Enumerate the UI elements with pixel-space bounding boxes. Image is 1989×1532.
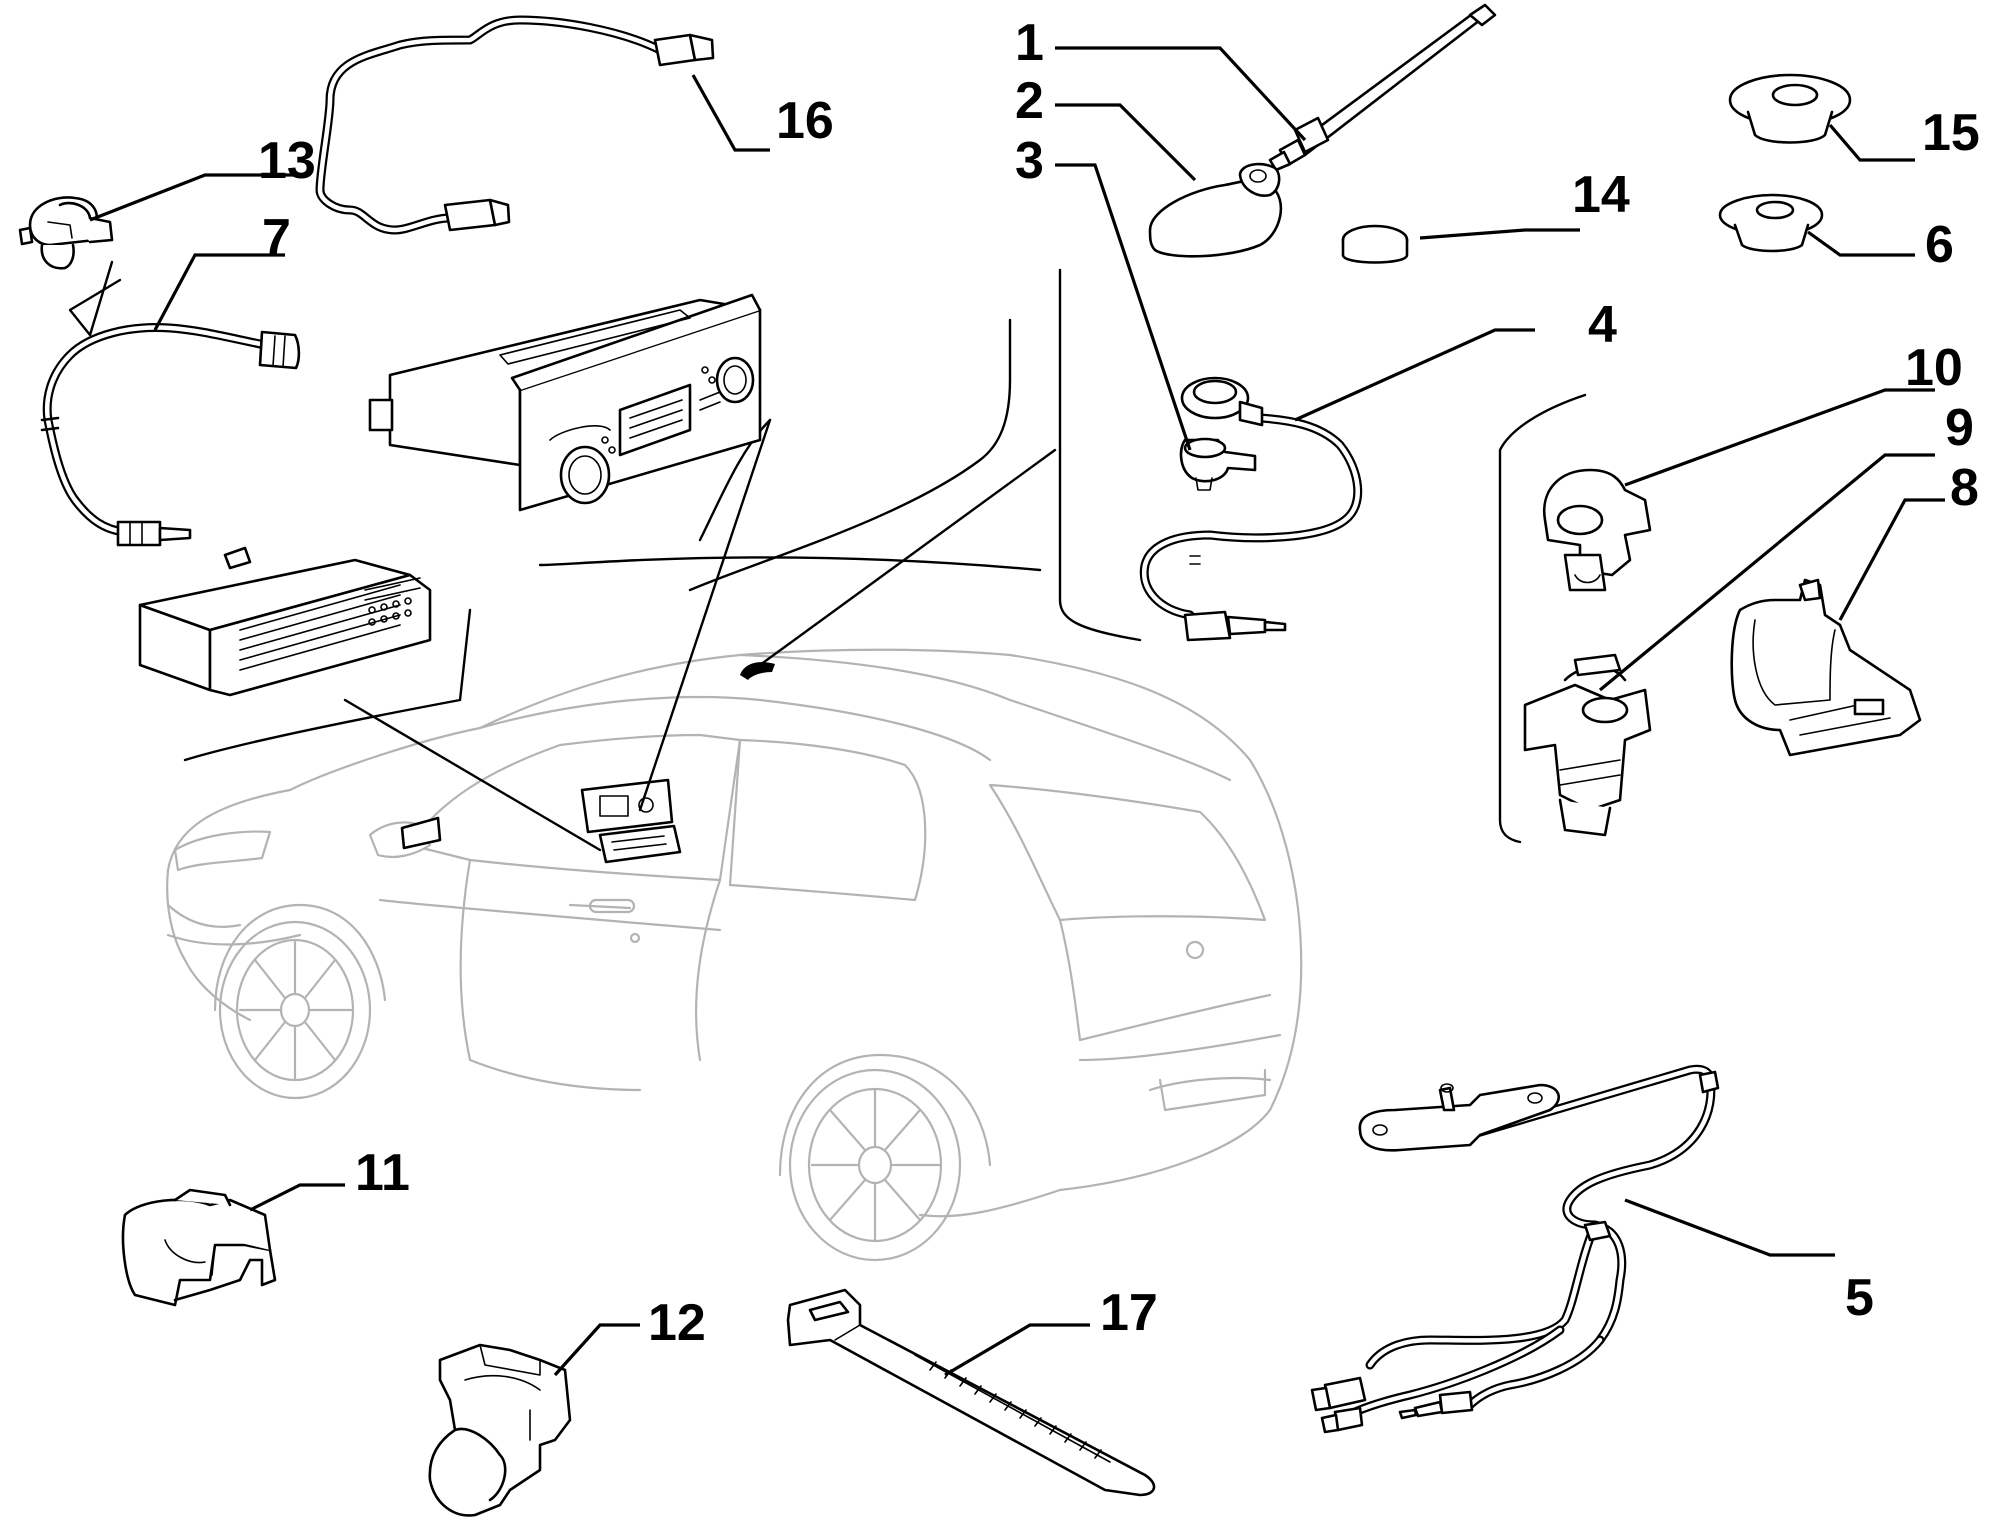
grommet-15-icon: [1728, 73, 1852, 144]
cable-16-icon: [315, 15, 715, 235]
clip-9-icon: [1523, 653, 1652, 837]
label-6: 6: [1925, 216, 1954, 274]
cable-7-icon: [40, 323, 301, 547]
label-9: 9: [1945, 399, 1974, 457]
label-14: 14: [1572, 166, 1630, 224]
bracket-8-icon: [1730, 578, 1922, 757]
label-15: 15: [1922, 104, 1980, 162]
label-10: 10: [1905, 339, 1963, 397]
label-16: 16: [776, 92, 834, 150]
wiring-harness-5-icon: [1310, 1064, 1720, 1434]
rear-wheel-icon: [788, 1068, 962, 1262]
label-11: 11: [355, 1144, 410, 1202]
leader-lines: [89, 46, 1945, 1377]
cap-14-icon: [1341, 224, 1409, 264]
antenna-mast-1-icon: [1268, 3, 1497, 172]
clip-12-icon: [428, 1343, 572, 1517]
antenna-cable-4-icon: [1139, 376, 1363, 642]
antenna-base-2-icon: [1148, 162, 1283, 258]
label-8: 8: [1950, 459, 1979, 517]
label-1: 1: [1015, 14, 1044, 72]
car-radio-location: [400, 778, 682, 864]
speaker-unit-icon: [138, 546, 432, 697]
label-17: 17: [1100, 1284, 1158, 1342]
roof-antenna-location: [740, 662, 775, 680]
label-4: 4: [1588, 296, 1617, 354]
car-illustration: [166, 648, 1303, 1262]
clip-10-icon: [1542, 468, 1652, 592]
front-wheel-icon: [218, 920, 372, 1100]
label-5: 5: [1845, 1269, 1874, 1327]
grommet-6-icon: [1718, 193, 1824, 253]
label-12: 12: [648, 1294, 706, 1352]
label-2: 2: [1015, 72, 1044, 130]
clip-11-icon: [121, 1188, 277, 1307]
part-labels: 1 2 3 4 5 6 7 8 9 10 11 12 13 14 15 16 1…: [258, 14, 1980, 1352]
label-13: 13: [258, 132, 316, 190]
label-7: 7: [262, 209, 291, 267]
radio-unit-icon: [368, 293, 762, 512]
clip-13-icon: [18, 196, 114, 270]
label-3: 3: [1015, 132, 1044, 190]
